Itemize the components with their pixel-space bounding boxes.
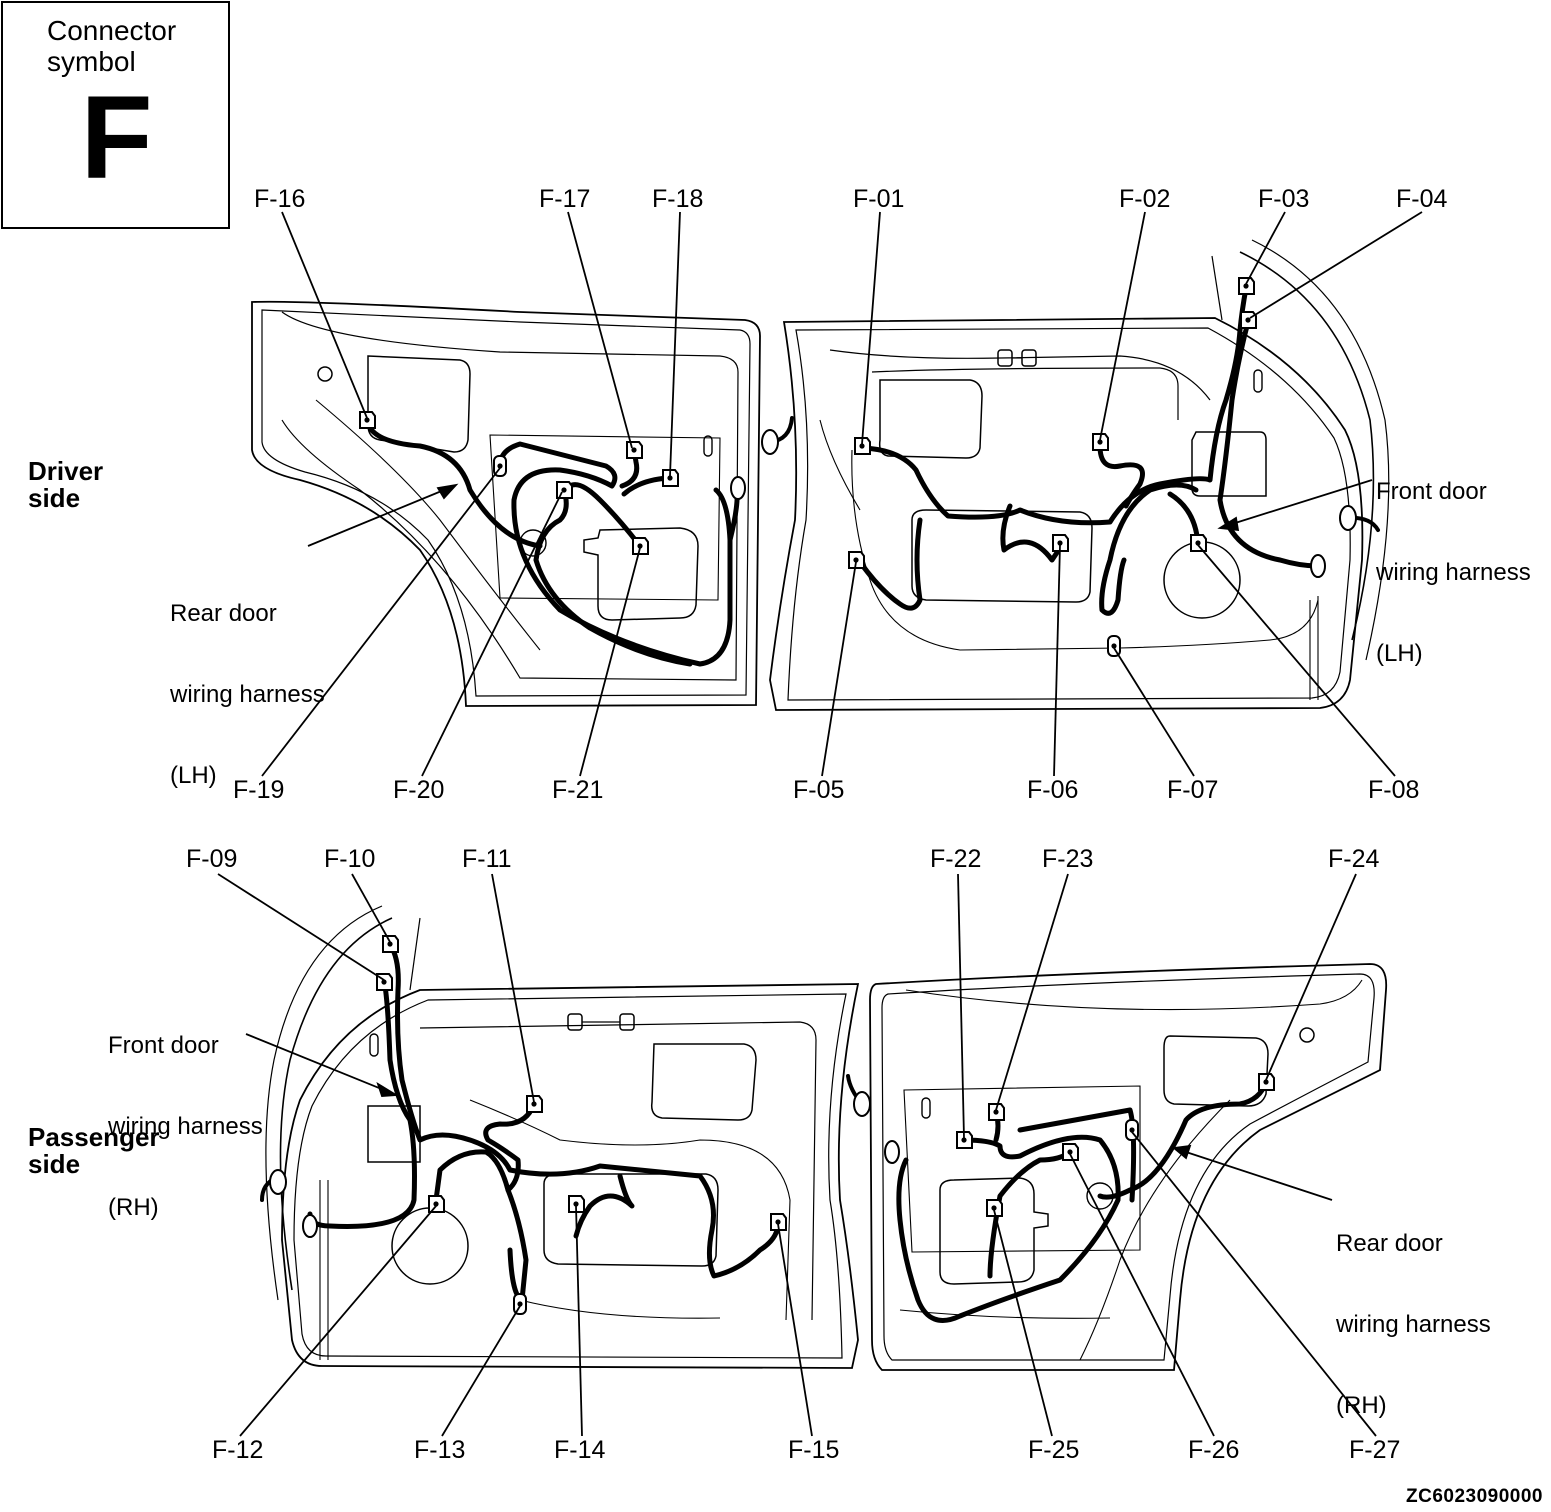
connector-symbol-title: Connector symbol <box>47 15 176 77</box>
leader-lines <box>217 211 1423 1437</box>
connector-label-f26: F-26 <box>1188 1436 1240 1464</box>
connector-f24-symbol <box>1258 1073 1275 1091</box>
front-rh-line1: Front door <box>108 1032 219 1059</box>
wiring-harnesses <box>260 285 1380 1323</box>
front-lh-line1: Front door <box>1376 478 1487 505</box>
connector-f07-symbol <box>1107 635 1121 657</box>
connector-symbol-box: Connector symbol F <box>1 1 230 229</box>
connector-label-f20: F-20 <box>393 776 445 804</box>
connector-label-f06: F-06 <box>1027 776 1079 804</box>
connector-label-f25: F-25 <box>1028 1436 1080 1464</box>
connector-label-f27: F-27 <box>1349 1436 1401 1464</box>
front-lh-line3: (LH) <box>1376 640 1423 667</box>
driver-side-title: Driver side <box>28 458 103 512</box>
rear-door-harness-rh-note: Rear door wiring harness (RH) <box>1336 1176 1491 1473</box>
passenger-side-line2: side <box>28 1149 81 1179</box>
rear-rh-line1: Rear door <box>1336 1230 1443 1257</box>
grommets <box>269 429 1357 1238</box>
rear-lh-line3: (LH) <box>170 762 217 789</box>
connector-f16-symbol <box>359 411 376 429</box>
driver-front-door <box>769 239 1390 711</box>
connector-f11-symbol <box>526 1095 543 1113</box>
connector-f08-symbol <box>1190 534 1207 552</box>
connector-f10-symbol <box>382 935 399 953</box>
front-door-harness-lh-note: Front door wiring harness (LH) <box>1376 424 1531 721</box>
passenger-side-line1: Passenger <box>28 1122 160 1152</box>
connector-label-f10: F-10 <box>324 845 376 873</box>
rear-rh-line3: (RH) <box>1336 1392 1387 1419</box>
driver-rear-door <box>251 300 761 707</box>
connector-f04-symbol <box>1240 311 1257 329</box>
driver-side-line1: Driver <box>28 456 104 486</box>
connector-f13-symbol <box>513 1293 527 1315</box>
connector-label-f02: F-02 <box>1119 185 1171 213</box>
connector-label-f01: F-01 <box>853 185 905 213</box>
connector-label-f18: F-18 <box>652 185 704 213</box>
front-door-harness-rh-note: Front door wiring harness (RH) <box>108 978 263 1275</box>
rear-rh-line2: wiring harness <box>1336 1311 1491 1338</box>
connector-label-f21: F-21 <box>552 776 604 804</box>
connector-label-f07: F-07 <box>1167 776 1219 804</box>
document-id: ZC6023090000 <box>1406 1486 1543 1507</box>
connector-label-f15: F-15 <box>788 1436 840 1464</box>
connector-label-f19: F-19 <box>233 776 285 804</box>
connector-label-f08: F-08 <box>1368 776 1420 804</box>
rear-door-harness-lh-note: Rear door wiring harness (LH) <box>170 546 325 843</box>
connector-symbol-title-line2: symbol <box>47 46 136 77</box>
rear-lh-line1: Rear door <box>170 600 277 627</box>
front-rh-line3: (RH) <box>108 1194 159 1221</box>
passenger-rear-door <box>869 963 1388 1371</box>
passenger-front-door <box>265 905 860 1369</box>
connector-label-f13: F-13 <box>414 1436 466 1464</box>
connector-label-f09: F-09 <box>186 845 238 873</box>
connector-label-f04: F-04 <box>1396 185 1448 213</box>
front-rh-line2: wiring harness <box>108 1113 263 1140</box>
connector-f05-symbol <box>848 551 865 569</box>
connector-f21-symbol <box>632 537 649 555</box>
connector-label-f14: F-14 <box>554 1436 606 1464</box>
connector-label-f24: F-24 <box>1328 845 1380 873</box>
connector-label-f22: F-22 <box>930 845 982 873</box>
rear-lh-line2: wiring harness <box>170 681 325 708</box>
connector-f17-symbol <box>626 441 643 459</box>
connector-label-f11: F-11 <box>462 845 512 873</box>
connector-label-f16: F-16 <box>254 185 306 213</box>
driver-side-line2: side <box>28 483 81 513</box>
connector-label-f03: F-03 <box>1258 185 1310 213</box>
connector-f12-symbol <box>428 1195 445 1213</box>
connector-label-f23: F-23 <box>1042 845 1094 873</box>
harness-arrows <box>245 479 1373 1201</box>
connector-f03-symbol <box>1238 277 1255 295</box>
connector-f26-symbol <box>1062 1143 1079 1161</box>
connector-symbol-title-line1: Connector <box>47 15 177 46</box>
front-lh-line2: wiring harness <box>1376 559 1531 586</box>
passenger-side-title: Passenger side <box>28 1124 160 1178</box>
connector-label-f17: F-17 <box>539 185 591 213</box>
connector-label-f12: F-12 <box>212 1436 264 1464</box>
connector-label-f05: F-05 <box>793 776 845 804</box>
connector-symbol-letter: F <box>80 72 152 204</box>
